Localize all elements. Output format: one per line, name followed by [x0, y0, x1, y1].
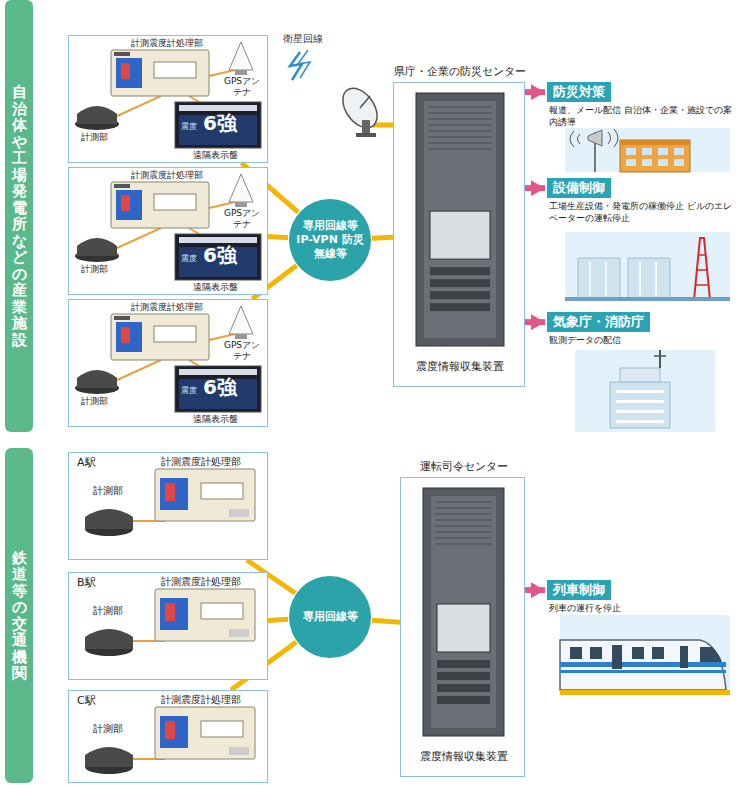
node-text: 震度情報収集装置 — [420, 750, 508, 764]
agency-illustration — [575, 350, 715, 432]
action-arrow — [525, 89, 545, 95]
network-circle: 専用回線等 IP-VPN 防災無線等 — [288, 198, 372, 282]
train-illustration — [560, 615, 730, 695]
node-text: GPSアンテナ — [221, 208, 263, 231]
network-line — [372, 620, 400, 622]
action-tag: 列車制御列車の運行を停止 — [547, 580, 737, 616]
node-text: 工場生産設備・発電所の稼働停止 ビルのエレベーターの運転停止 — [549, 201, 734, 224]
node-text: 計測部 — [93, 485, 123, 498]
node-text: 列車制御 — [547, 580, 611, 600]
node-text: 気象庁・消防庁 — [547, 312, 650, 332]
node-text: 遠隔表示盤 — [193, 282, 238, 293]
site-panel: B駅 計測震度計処理部計測部 — [68, 572, 268, 680]
network-line — [372, 235, 393, 241]
network-line — [268, 237, 288, 238]
node-text: 計測部 — [81, 264, 108, 275]
site-panel: C駅 計測震度計処理部計測部 — [68, 690, 268, 783]
radio-bolt — [298, 50, 310, 78]
action-arrow — [525, 319, 545, 325]
node-text: 計測震度計処理部 — [161, 456, 241, 469]
panel-illustration — [69, 453, 269, 561]
radio-bolt — [290, 52, 302, 80]
link-label: 衛星回線 — [283, 32, 323, 46]
network-circle: 専用回線等 — [288, 575, 372, 659]
site-panel: 計測震度計処理部 GPSアンテナ計測部遠隔表示盤 — [68, 299, 268, 427]
node-text: 遠隔表示盤 — [193, 414, 238, 425]
network-line — [268, 619, 288, 620]
node-text: 運転司令センター — [420, 460, 508, 474]
action-tag: 防災対策報道、メール配信 自治体・企業・施設での案内誘導 — [547, 82, 737, 128]
category-band: 自治体や工場・発電所などの産業施設 — [5, 0, 33, 432]
node-text: 計測部 — [81, 132, 108, 143]
node-text: 防災対策 — [547, 82, 611, 102]
node-text: GPSアンテナ — [221, 340, 263, 363]
site-panel: A駅 計測震度計処理部計測部 — [68, 452, 268, 560]
node-text: 計測部 — [81, 396, 108, 407]
evacuation-illustration — [565, 128, 730, 172]
node-text: 専用回線等 — [295, 610, 365, 624]
node-text: A駅 — [77, 456, 96, 470]
factory-illustration — [565, 232, 730, 301]
node-text: 計測部 — [93, 723, 123, 736]
node-text: 県庁・企業の防災センター — [394, 65, 526, 79]
node-text: 計測震度計処理部 — [131, 302, 203, 313]
site-panel: 計測震度計処理部 GPSアンテナ計測部遠隔表示盤 — [68, 35, 268, 163]
rack-illustration — [394, 83, 526, 388]
node-text: 専用回線等 IP-VPN 防災無線等 — [295, 219, 365, 260]
action-tag: 気象庁・消防庁観測データの配信 — [547, 312, 737, 348]
satellite-dish — [336, 82, 384, 137]
panel-illustration — [69, 36, 269, 164]
center-box: 運転司令センター震度情報収集装置 — [400, 477, 525, 777]
node-text: 計測震度計処理部 — [161, 694, 241, 707]
node-text: B駅 — [77, 576, 96, 590]
node-text: 列車の運行を停止 — [549, 603, 734, 614]
site-panel: 計測震度計処理部 GPSアンテナ計測部遠隔表示盤 — [68, 167, 268, 295]
node-text: 報道、メール配信 自治体・企業・施設での案内誘導 — [549, 105, 734, 128]
panel-illustration — [69, 300, 269, 428]
action-tag: 設備制御工場生産設備・発電所の稼働停止 ビルのエレベーターの運転停止 — [547, 178, 737, 228]
action-arrow — [525, 587, 545, 593]
panel-illustration — [69, 573, 269, 681]
node-text: 自治体や工場・発電所などの産業施設 — [12, 84, 27, 348]
panel-illustration — [69, 168, 269, 296]
action-arrow — [525, 185, 545, 191]
node-text: C駅 — [77, 694, 96, 708]
node-text: 設備制御 — [547, 178, 611, 198]
node-text: 計測震度計処理部 — [131, 38, 203, 49]
node-text: 計測部 — [93, 605, 123, 618]
node-text: 鉄道等の交通機関 — [12, 550, 27, 682]
node-text: 計測震度計処理部 — [131, 170, 203, 181]
node-text: 観測データの配信 — [549, 335, 734, 346]
node-text: 計測震度計処理部 — [161, 576, 241, 589]
rack-illustration — [401, 478, 526, 778]
node-text: GPSアンテナ — [221, 76, 263, 99]
node-text: 震度情報収集装置 — [416, 360, 504, 374]
node-text: 遠隔表示盤 — [193, 150, 238, 161]
center-box: 県庁・企業の防災センター震度情報収集装置 — [393, 82, 525, 387]
category-band: 鉄道等の交通機関 — [5, 448, 33, 783]
